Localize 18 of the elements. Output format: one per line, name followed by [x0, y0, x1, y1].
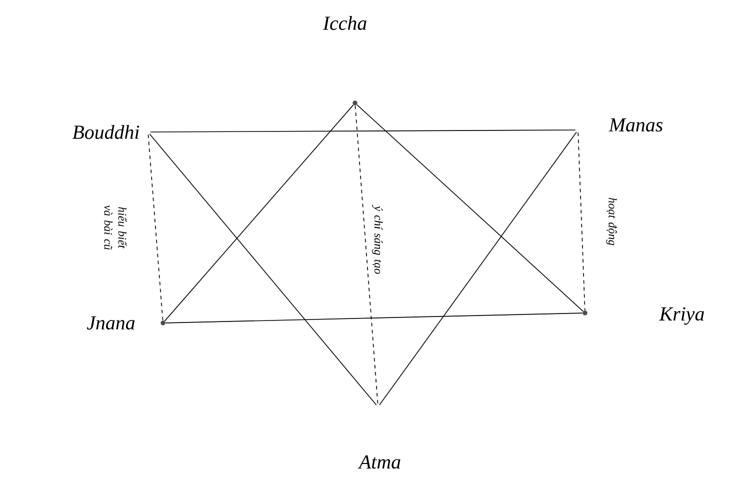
edge-label: ý chí sáng tạo: [372, 204, 383, 274]
vertex-label: Bouddhi: [72, 124, 140, 140]
vertex-label: Iccha: [322, 16, 366, 106]
vertex-label: Manas: [608, 118, 663, 132]
line: [164, 104, 354, 322]
line: [148, 134, 164, 321]
line: [150, 130, 576, 132]
line: [149, 134, 377, 406]
line: [354, 105, 378, 405]
edge-label: hiểu biết và bài cũ: [104, 205, 127, 250]
line: [578, 132, 586, 311]
vertex-label: Kriya: [582, 307, 704, 325]
line: [165, 312, 583, 324]
edge-label: hoạt động: [606, 198, 617, 246]
vertex-label: Jnana: [86, 316, 166, 330]
vertex-label: Atma: [358, 455, 400, 469]
line: [356, 104, 584, 312]
line: [379, 132, 577, 406]
